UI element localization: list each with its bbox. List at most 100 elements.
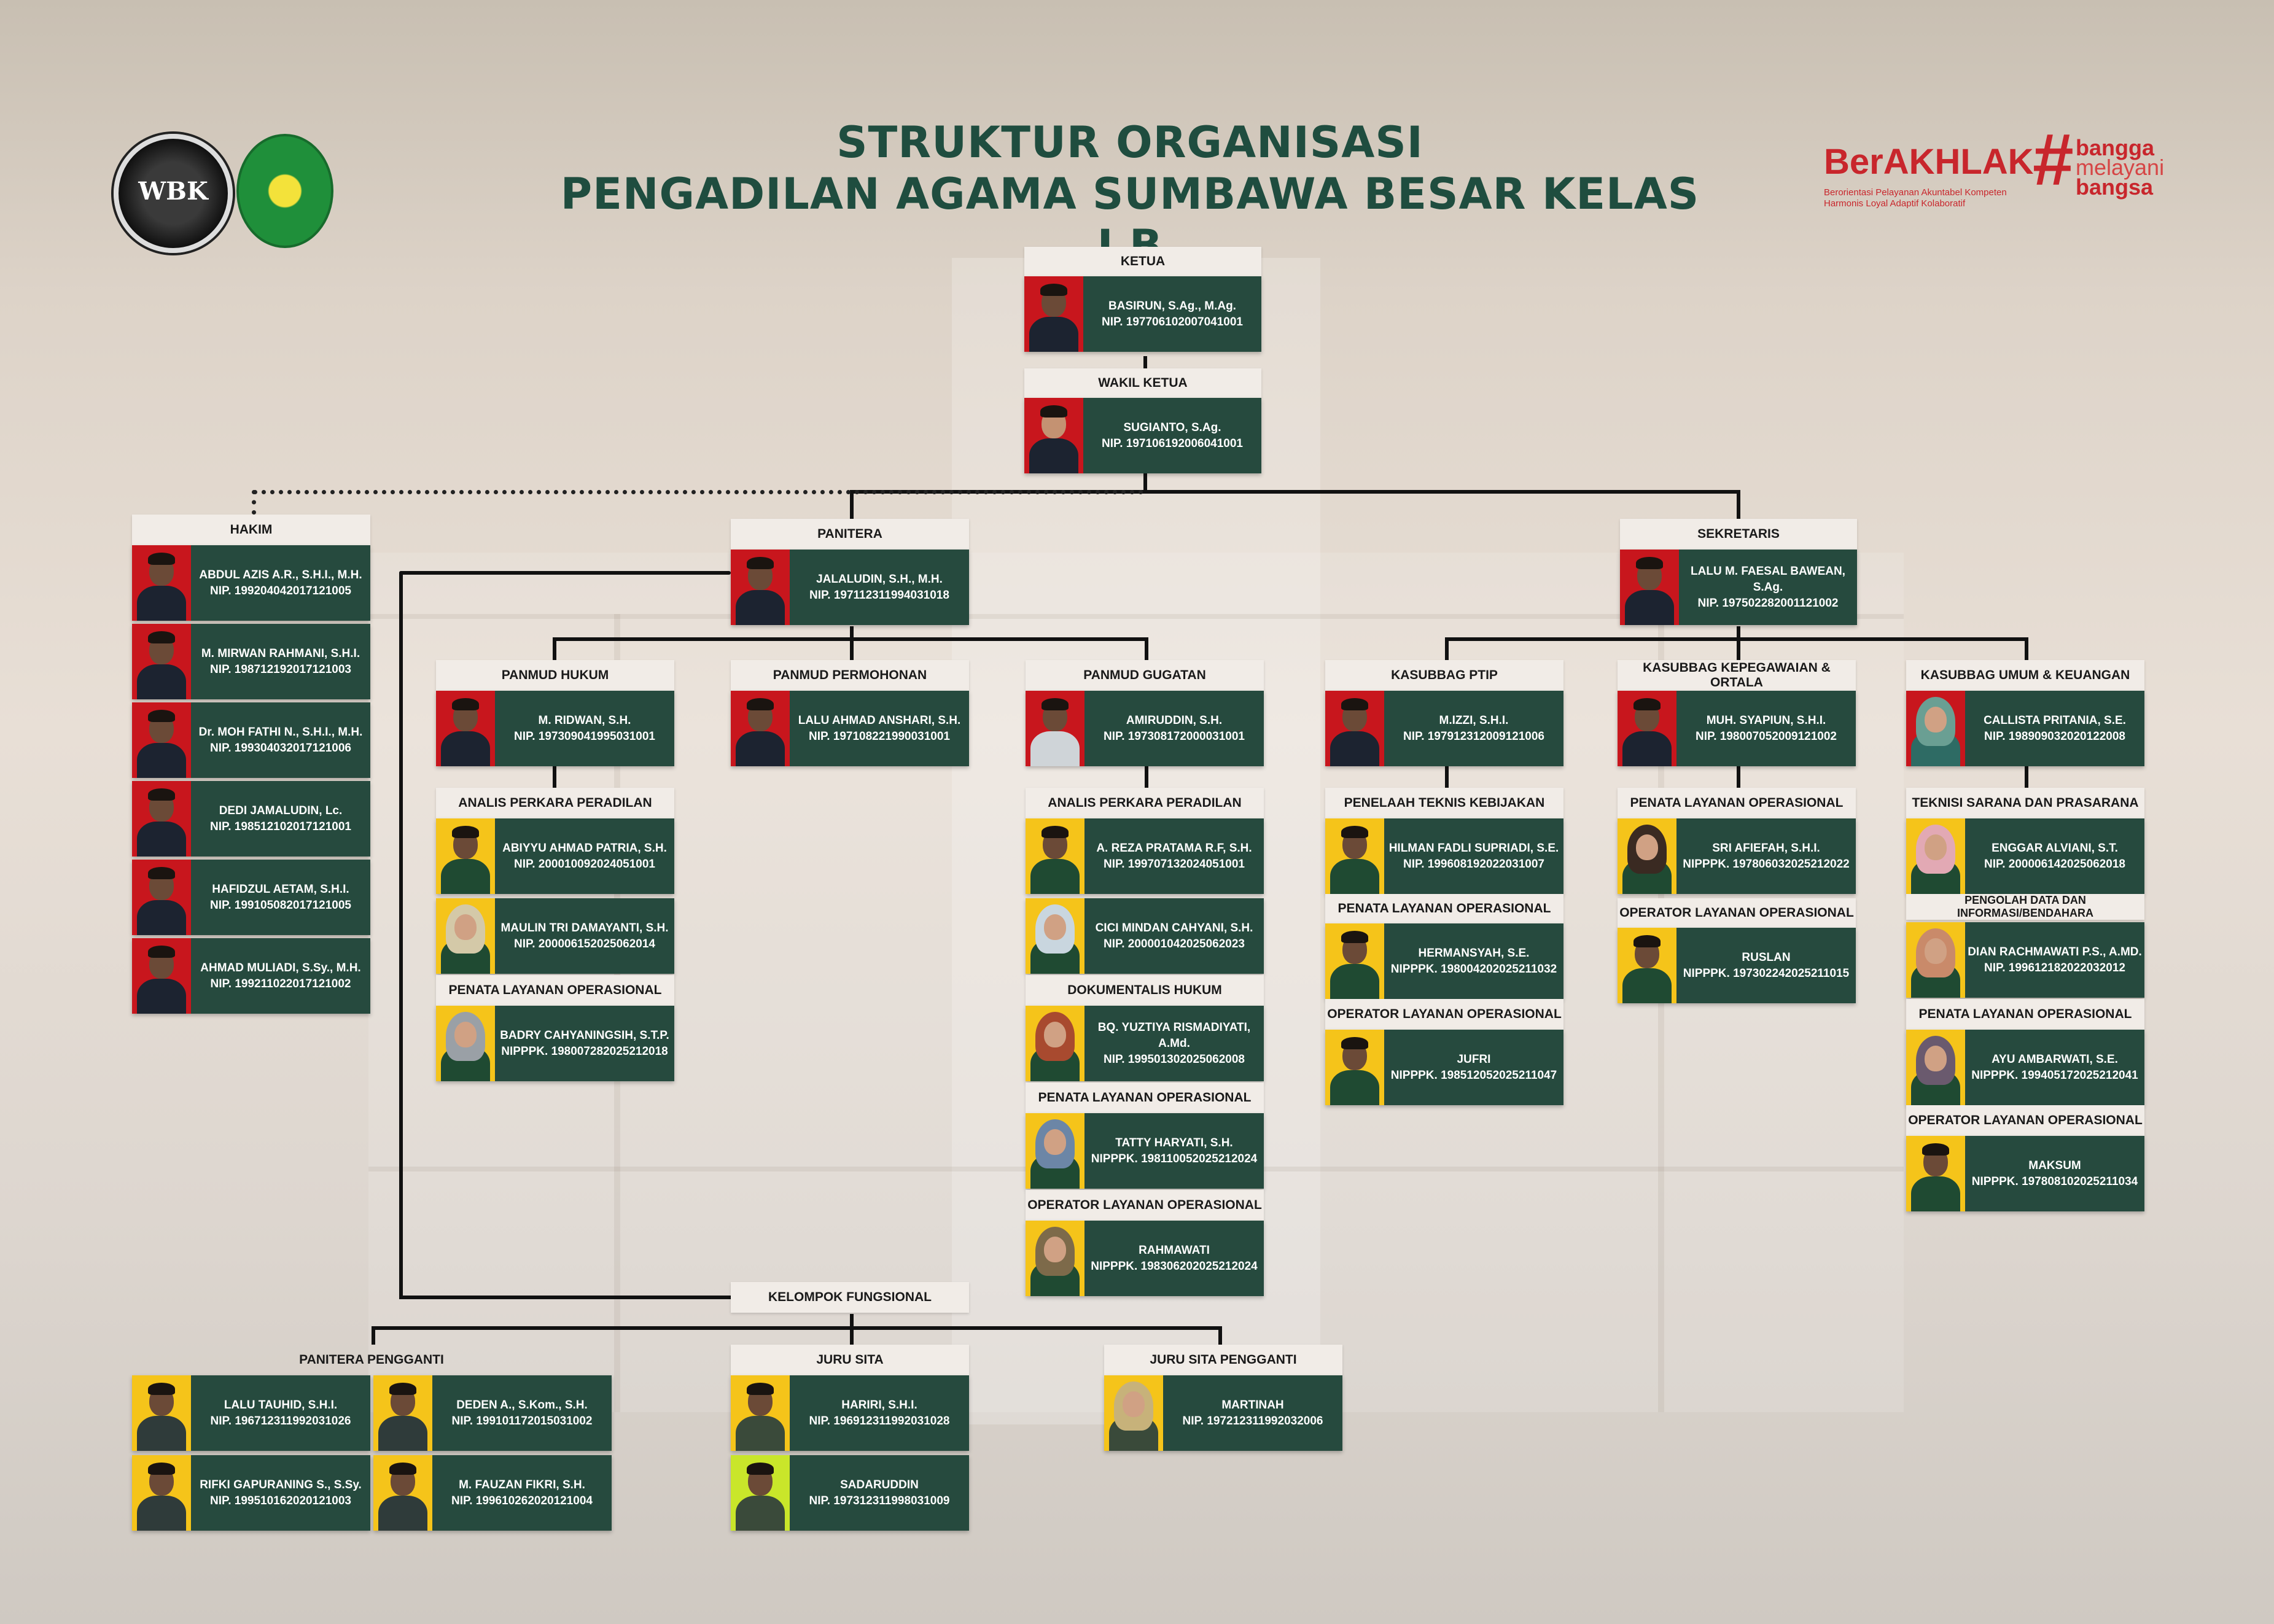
staff-info: LALU TAUHID, S.H.I. NIP. 196712311992031… [191, 1375, 370, 1451]
operator-layanan-header: OPERATOR LAYANAN OPERASIONAL [1618, 898, 1856, 928]
hakim-nip: NIP. 199304032017121006 [210, 741, 351, 755]
berakhlak-subtitle: Berorientasi Pelayanan Akuntabel Kompete… [1824, 187, 2007, 209]
panitera-card: JALALUDIN, S.H., M.H. NIP. 1971123119940… [731, 550, 969, 625]
analis-perkara-header: ANALIS PERKARA PERADILAN [1026, 788, 1264, 818]
bangga-melayani-bangsa: bangga melayani bangsa [2076, 135, 2165, 198]
staff-photo [1325, 1030, 1384, 1105]
penata-layanan-card: TATTY HARYATI, S.H. NIPPPK. 198110052025… [1026, 1113, 1264, 1189]
ketua-card: BASIRUN, S.Ag., M.Ag. NIP. 1977061020070… [1024, 276, 1261, 352]
staff-photo [1618, 818, 1676, 894]
staff-name: CICI MINDAN CAHYANI, S.H. [1095, 921, 1253, 934]
wakil-ketua-header: WAKIL KETUA [1024, 368, 1261, 398]
staff-name: A. REZA PRATAMA R.F, S.H. [1096, 841, 1252, 855]
penata-layanan-card: HERMANSYAH, S.E. NIPPPK. 198004202025211… [1325, 923, 1563, 999]
kasubbag-kepegawaian-name: MUH. SYAPIUN, S.H.I. [1706, 713, 1826, 727]
hakim-header: HAKIM [132, 515, 370, 545]
panitera-info: JALALUDIN, S.H., M.H. NIP. 1971123119940… [790, 550, 969, 625]
staff-photo [1325, 923, 1384, 999]
sekretaris-name: LALU M. FAESAL BAWEAN, S.Ag. [1691, 564, 1845, 594]
panitera-pengganti-header: PANITERA PENGGANTI [299, 1353, 444, 1367]
hakim-photo [132, 702, 191, 778]
operator-layanan-header: OPERATOR LAYANAN OPERASIONAL [1026, 1190, 1264, 1221]
hakim-photo [132, 781, 191, 857]
hakim-card: AHMAD MULIADI, S.Sy., M.H. NIP. 19921102… [132, 938, 370, 1014]
hakim-name: ABDUL AZIS A.R., S.H.I., M.H. [199, 568, 362, 581]
staff-photo [731, 1455, 790, 1531]
staff-nip: NIPPPK. 198306202025212024 [1091, 1259, 1258, 1273]
pengolah-data-header: PENGOLAH DATA DAN INFORMASI/BENDAHARA [1906, 894, 2144, 920]
staff-nip: NIPPPK. 197806032025212022 [1683, 857, 1850, 871]
zona-integritas-logo: WBK [114, 134, 233, 253]
title-line-2: PENGADILAN AGAMA SUMBAWA BESAR KELAS I B [560, 169, 1700, 271]
staff-info: CICI MINDAN CAHYANI, S.H. NIP. 200001042… [1084, 898, 1264, 974]
wakil-ketua-name: SUGIANTO, S.Ag. [1123, 421, 1221, 434]
kasubbag-kepegawaian-card: MUH. SYAPIUN, S.H.I. NIP. 19800705200912… [1618, 691, 1856, 766]
analis-perkara-card: A. REZA PRATAMA R.F, S.H. NIP. 199707132… [1026, 818, 1264, 894]
slogan-1: bangga [2076, 135, 2155, 160]
staff-name: BQ. YUZTIYA RISMADIYATI, A.Md. [1097, 1020, 1251, 1050]
staff-photo [436, 898, 495, 974]
hakim-info: DEDI JAMALUDIN, Lc. NIP. 198512102017121… [191, 781, 370, 857]
juru-sita-card: SADARUDDIN NIP. 197312311998031009 [731, 1455, 969, 1531]
panmud-hukum-header: PANMUD HUKUM [436, 660, 674, 691]
hakim-name: AHMAD MULIADI, S.Sy., M.H. [200, 961, 361, 974]
staff-name: MARTINAH [1221, 1398, 1284, 1412]
panitera-nip: NIP. 197112311994031018 [809, 588, 949, 602]
staff-info: MAULIN TRI DAMAYANTI, S.H. NIP. 20000615… [495, 898, 674, 974]
wakil-ketua-nip: NIP. 197106192006041001 [1102, 437, 1243, 450]
operator-layanan-header: OPERATOR LAYANAN OPERASIONAL [1325, 999, 1563, 1030]
panmud-permohonan-card: LALU AHMAD ANSHARI, S.H. NIP. 1971082219… [731, 691, 969, 766]
staff-name: MAKSUM [2028, 1159, 2081, 1172]
hakim-nip: NIP. 199211022017121002 [210, 977, 351, 990]
panmud-hukum-card: M. RIDWAN, S.H. NIP. 197309041995031001 [436, 691, 674, 766]
staff-info: RAHMAWATI NIPPPK. 198306202025212024 [1084, 1221, 1264, 1296]
staff-nip: NIP. 200010092024051001 [514, 857, 655, 871]
title-line-1: STRUKTUR ORGANISASI [836, 117, 1423, 168]
operator-layanan-card: RUSLAN NIPPPK. 197302242025211015 [1618, 928, 1856, 1003]
panmud-permohonan-nip: NIP. 197108221990031001 [809, 729, 950, 743]
staff-info: TATTY HARYATI, S.H. NIPPPK. 198110052025… [1084, 1113, 1264, 1189]
hakim-info: HAFIDZUL AETAM, S.H.I. NIP. 199105082017… [191, 860, 370, 935]
kelompok-fungsional-header: KELOMPOK FUNGSIONAL [731, 1282, 969, 1313]
penata-layanan-header: PENATA LAYANAN OPERASIONAL [436, 975, 674, 1006]
staff-info: JUFRI NIPPPK. 198512052025211047 [1384, 1030, 1563, 1105]
zona-integritas-logo-text: WBK [138, 177, 208, 206]
panitera-photo [731, 550, 790, 625]
staff-nip: NIP. 197212311992032006 [1182, 1414, 1323, 1428]
panmud-gugatan-header: PANMUD GUGATAN [1026, 660, 1264, 691]
slogan-2: melayani [2076, 155, 2165, 180]
kasubbag-umum-card: CALLISTA PRITANIA, S.E. NIP. 19890903202… [1906, 691, 2144, 766]
hakim-card: ABDUL AZIS A.R., S.H.I., M.H. NIP. 19920… [132, 545, 370, 621]
staff-name: JUFRI [1457, 1052, 1491, 1066]
hakim-photo [132, 545, 191, 621]
hakim-card: HAFIDZUL AETAM, S.H.I. NIP. 199105082017… [132, 860, 370, 935]
hakim-nip: NIP. 198512102017121001 [210, 820, 351, 833]
hakim-photo [132, 624, 191, 699]
juru-sita-card: HARIRI, S.H.I. NIP. 196912311992031028 [731, 1375, 969, 1451]
staff-nip: NIP. 199610262020121004 [451, 1494, 593, 1507]
panmud-gugatan-nip: NIP. 197308172000031001 [1104, 729, 1245, 743]
staff-info: HARIRI, S.H.I. NIP. 196912311992031028 [790, 1375, 969, 1451]
staff-name: AYU AMBARWATI, S.E. [1992, 1052, 2118, 1066]
berakhlak-logo: BerAKHLAK [1824, 142, 2034, 182]
penata-layanan-card: SRI AFIEFAH, S.H.I. NIPPPK. 197806032025… [1618, 818, 1856, 894]
staff-name: TATTY HARYATI, S.H. [1115, 1136, 1233, 1149]
staff-photo [1026, 1113, 1084, 1189]
panmud-gugatan-photo [1026, 691, 1084, 766]
kasubbag-umum-name: CALLISTA PRITANIA, S.E. [1984, 713, 2126, 727]
kasubbag-kepegawaian-info: MUH. SYAPIUN, S.H.I. NIP. 19800705200912… [1676, 691, 1856, 766]
staff-photo [1618, 928, 1676, 1003]
hakim-name: HAFIDZUL AETAM, S.H.I. [212, 882, 349, 896]
penata-layanan-header: PENATA LAYANAN OPERASIONAL [1325, 894, 1563, 923]
staff-photo [1026, 898, 1084, 974]
hakim-nip: NIP. 198712192017121003 [210, 662, 351, 676]
staff-name: RIFKI GAPURANING S., S.Sy. [200, 1478, 362, 1491]
dokumentalis-hukum-header: DOKUMENTALIS HUKUM [1026, 975, 1264, 1006]
sekretaris-header: SEKRETARIS [1620, 519, 1857, 550]
panmud-gugatan-card: AMIRUDDIN, S.H. NIP. 197308172000031001 [1026, 691, 1264, 766]
panmud-hukum-name: M. RIDWAN, S.H. [538, 713, 631, 727]
operator-layanan-header: OPERATOR LAYANAN OPERASIONAL [1906, 1105, 2144, 1136]
kasubbag-umum-info: CALLISTA PRITANIA, S.E. NIP. 19890903202… [1965, 691, 2144, 766]
staff-nip: NIP. 199707132024051001 [1104, 857, 1245, 871]
staff-nip: NIP. 199608192022031007 [1403, 857, 1544, 871]
